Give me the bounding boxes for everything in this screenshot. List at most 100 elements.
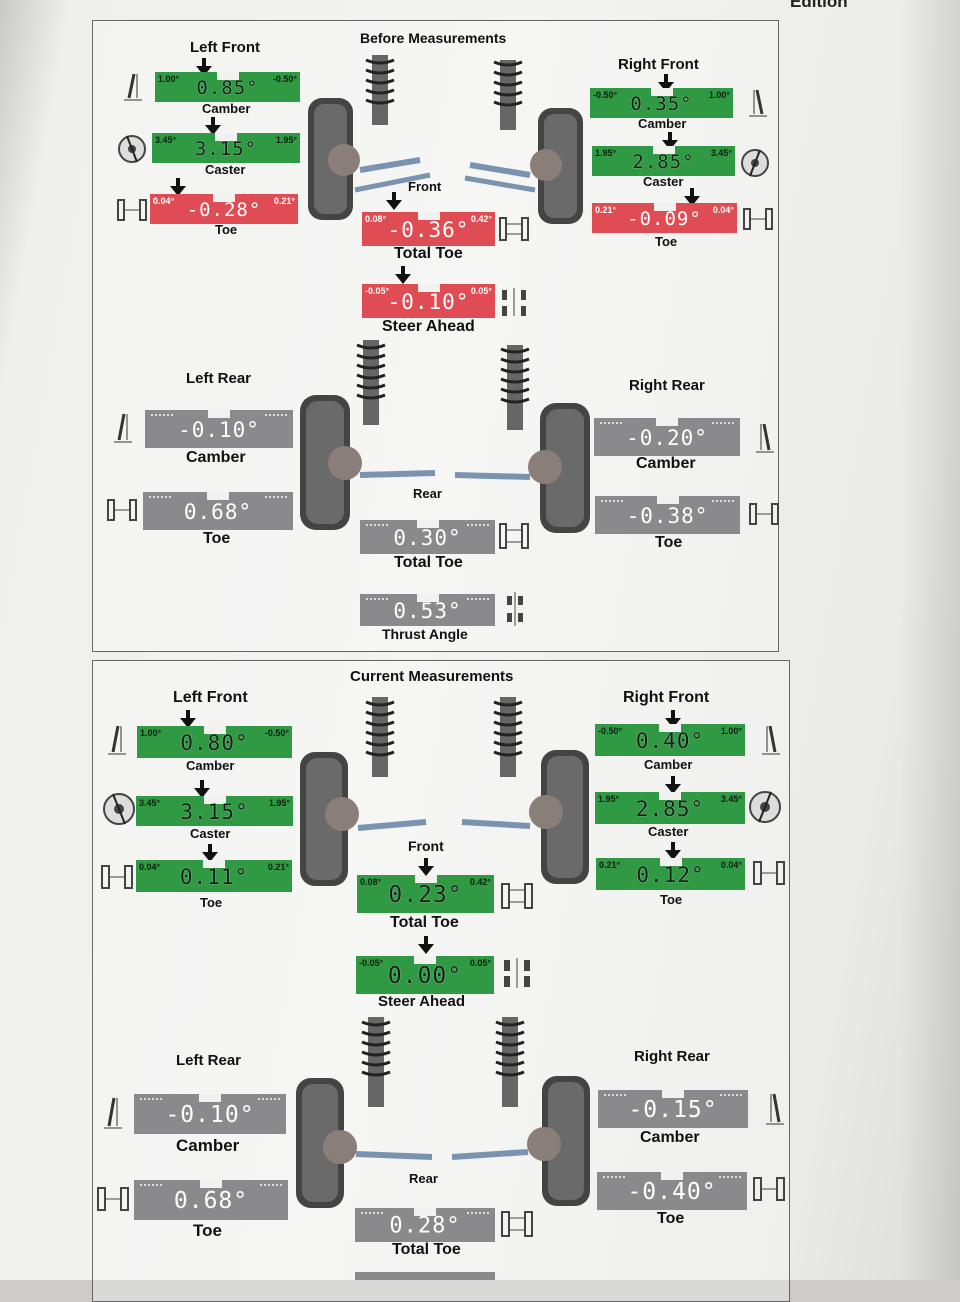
camber-icon [766,1093,784,1125]
front-axle-label: Front [408,179,442,194]
steer-ahead-value: -0.10° [387,289,470,314]
right-front-toe-value: -0.09° [627,207,702,230]
current-right-front-toe-gauge: 0.21°0.04° 0.12° [596,858,745,890]
rear-total-toe-label: Total Toe [394,554,463,571]
current-thrust-angle-gauge-partial [355,1272,495,1280]
left-front-camber-label: Camber [202,101,251,116]
left-front-caster-gauge: 3.45°1.95° 3.15° [152,133,300,163]
current-left-rear-toe-value: 0.68° [173,1188,249,1215]
total-toe-arrow [386,192,402,210]
toe-icon [749,503,779,525]
current-left-front-toe-label: Toe [200,895,223,910]
current-right-front-camber-label: Camber [644,757,693,772]
current-rear-total-toe-gauge: 0.28° [355,1208,495,1242]
before-measurements-title: Before Measurements [360,30,507,46]
left-front-camber-arrow [196,58,212,76]
left-front-title: Left Front [190,39,260,56]
toe-icon [101,865,133,889]
current-rear-total-toe-value: 0.28° [389,1213,461,1239]
current-left-front-toe-arrow [202,844,218,862]
thrust-angle-value: 0.53° [393,598,462,623]
toe-icon [117,199,147,221]
steer-ahead-gauge: -0.05°0.05° -0.10° [362,284,495,318]
current-left-front-title: Left Front [173,689,248,706]
left-front-toe-value: -0.28° [186,198,262,221]
left-front-toe-arrow [170,178,186,196]
current-left-rear-toe-gauge: 0.68° [134,1180,288,1220]
right-front-toe-label: Toe [655,234,678,249]
current-left-front-toe-value: 0.11° [179,864,249,889]
right-rear-camber-gauge: -0.20° [594,418,740,456]
left-rear-camber-value: -0.10° [178,417,260,442]
current-steer-ahead-label: Steer Ahead [378,993,465,1010]
current-left-front-camber-gauge: 1.00°-0.50° 0.80° [137,726,292,758]
left-front-toe-label: Toe [215,222,238,237]
current-right-rear-title: Right Rear [634,1048,710,1065]
steer-ahead-icon [504,958,530,988]
rear-total-toe-gauge: 0.30° [360,520,495,554]
current-right-front-camber-gauge: -0.50°1.00° 0.40° [595,724,745,756]
current-right-front-caster-arrow [665,776,681,794]
current-right-rear-camber-label: Camber [640,1129,700,1146]
right-rear-toe-value: -0.38° [626,503,709,528]
camber-icon [749,89,767,117]
left-front-toe-gauge: 0.04°0.21° -0.28° [150,194,298,224]
left-rear-title: Left Rear [186,370,252,387]
current-left-front-camber-label: Camber [186,758,235,773]
current-left-rear-camber-value: -0.10° [165,1102,255,1129]
camber-icon [114,413,132,443]
current-total-toe-arrow [418,858,434,876]
right-rear-camber-value: -0.20° [626,425,708,450]
caster-icon [749,791,781,823]
caster-icon [741,149,769,177]
left-rear-camber-label: Camber [186,449,246,466]
current-left-front-camber-arrow [180,710,196,728]
camber-icon [108,725,126,755]
suspension-rear-icon [296,1017,590,1208]
current-right-rear-toe-value: -0.40° [627,1179,717,1206]
current-rear-axle-label: Rear [409,1171,438,1186]
camber-icon [104,1097,122,1129]
current-right-front-title: Right Front [623,689,710,706]
caster-icon [118,135,146,163]
caster-icon [103,793,135,825]
toe-icon [107,499,137,521]
toe-icon [753,861,785,885]
steer-ahead-icon [502,288,526,316]
left-rear-toe-gauge: 0.68° [143,492,293,530]
current-total-toe-value: 0.23° [388,882,463,909]
current-left-front-caster-gauge: 3.45°1.95° 3.15° [136,796,293,826]
right-front-toe-arrow [684,188,700,206]
current-left-front-toe-gauge: 0.04°0.21° 0.11° [136,860,292,892]
current-right-front-camber-arrow [665,710,681,728]
suspension-rear-icon [300,340,590,533]
left-rear-camber-gauge: -0.10° [145,410,293,448]
current-measurements-title: Current Measurements [350,668,514,685]
current-left-rear-toe-label: Toe [193,1221,222,1240]
total-toe-icon [499,217,529,241]
suspension-front-icon [300,697,589,886]
current-right-rear-toe-gauge: -0.40° [597,1172,747,1210]
total-toe-gauge: 0.08°0.42° -0.36° [362,212,495,246]
thrust-angle-label: Thrust Angle [382,626,468,642]
left-front-camber-value: 0.85° [196,76,259,99]
right-front-title: Right Front [618,56,699,73]
current-left-front-camber-value: 0.80° [180,730,249,755]
rear-axle-label: Rear [413,486,442,501]
steer-ahead-arrow [395,266,411,284]
current-right-front-toe-value: 0.12° [636,862,705,887]
total-toe-label: Total Toe [394,245,463,262]
current-steer-ahead-arrow [418,936,434,954]
right-front-toe-gauge: 0.21°0.04° -0.09° [592,203,737,233]
current-front-axle-label: Front [408,838,444,854]
current-right-rear-camber-value: -0.15° [628,1097,718,1124]
current-right-rear-camber-gauge: -0.15° [598,1090,748,1128]
current-right-rear-toe-label: Toe [657,1210,685,1227]
camber-icon [762,725,780,755]
current-right-front-caster-label: Caster [648,824,689,839]
total-toe-icon [501,883,533,909]
right-front-caster-arrow [662,132,678,150]
toe-icon [97,1187,129,1211]
right-rear-toe-label: Toe [655,534,683,551]
current-left-rear-camber-gauge: -0.10° [134,1094,286,1134]
